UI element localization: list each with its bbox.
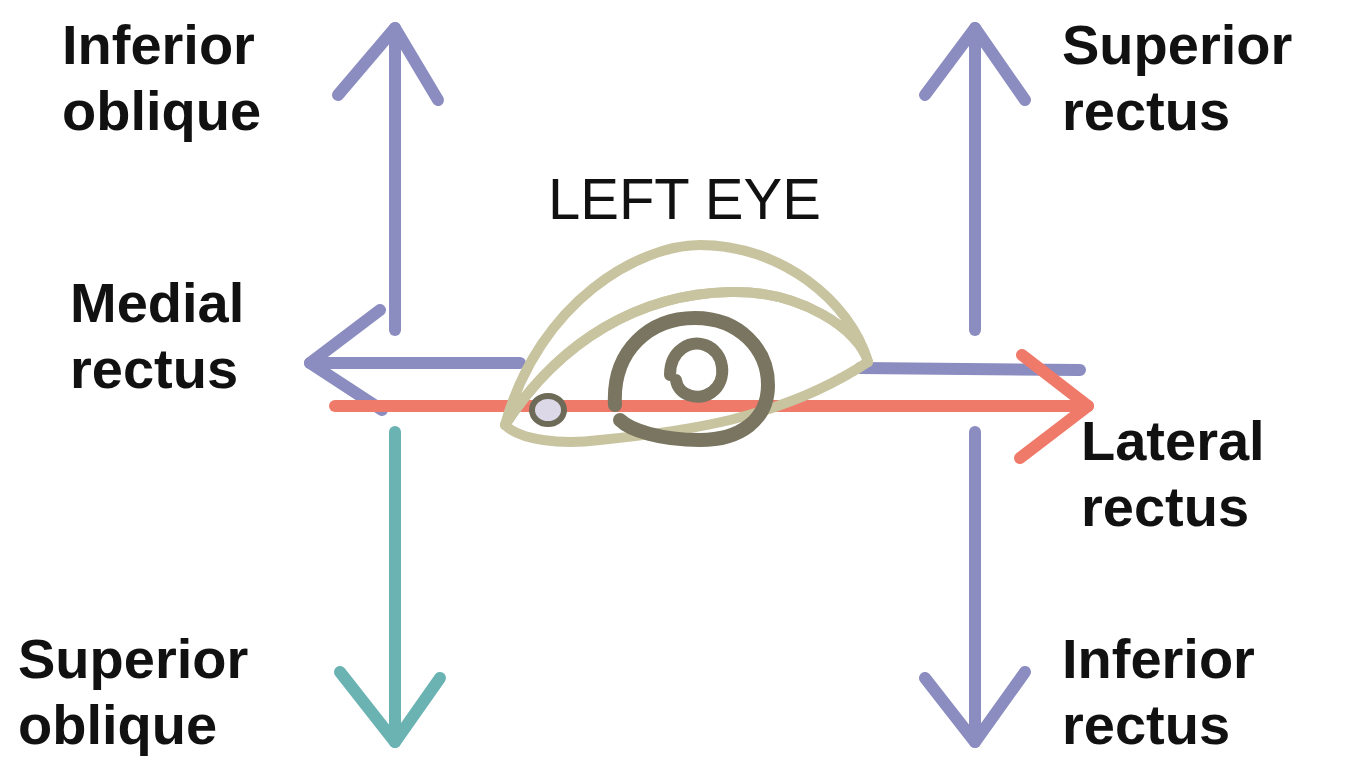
muscle-arrows [310, 28, 1080, 742]
label-superior-oblique: Superior oblique [18, 626, 283, 758]
title: LEFT EYE [548, 166, 821, 232]
label-inferior-rectus: Inferior rectus [1062, 626, 1327, 758]
label-inferior-oblique: Inferior oblique [62, 12, 327, 144]
label-lateral-rectus: Lateral rectus [1081, 408, 1346, 540]
eye-drawing [505, 245, 868, 442]
oblique-arrow [340, 432, 440, 742]
label-superior-rectus: Superior rectus [1062, 12, 1327, 144]
label-medial-rectus: Medial rectus [70, 270, 335, 402]
